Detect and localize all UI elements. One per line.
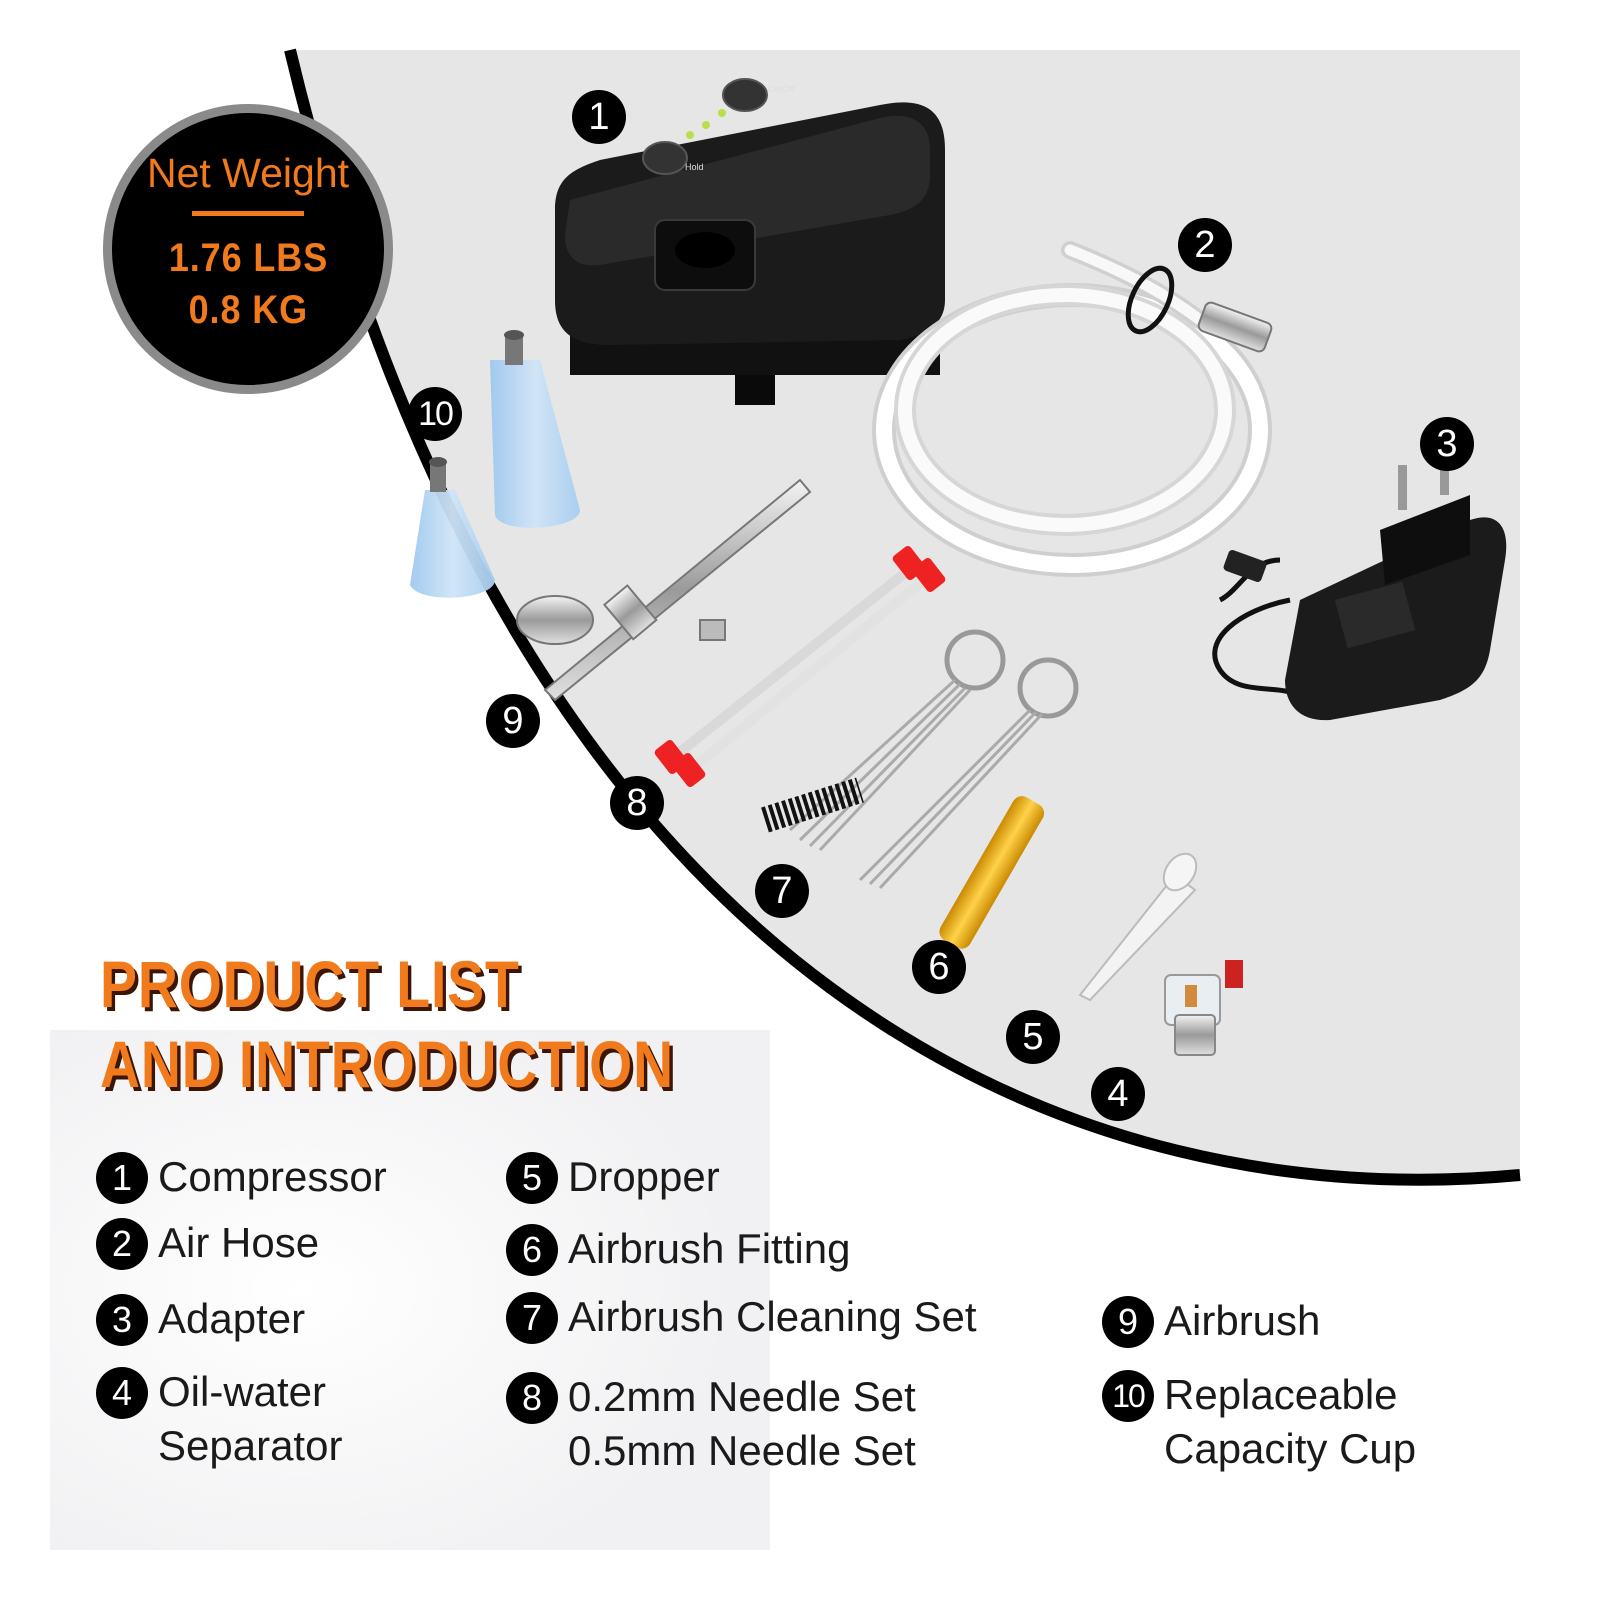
list-label-line-2: Capacity Cup xyxy=(1164,1425,1417,1472)
callout-7: 7 xyxy=(755,864,809,918)
dropper-image xyxy=(1078,852,1198,1002)
compressor-image: Hold On/Off xyxy=(555,78,945,405)
list-label-line-2: Separator xyxy=(158,1422,343,1469)
power-adapter-image xyxy=(1212,450,1507,721)
list-item-capacity-cup: 10 Replaceable Capacity Cup xyxy=(1102,1368,1416,1476)
net-weight-badge: Net Weight 1.76 LBS 0.8 KG xyxy=(103,104,393,394)
panel-curve xyxy=(284,48,1521,1186)
net-weight-divider xyxy=(192,211,304,216)
list-number: 9 xyxy=(1102,1296,1154,1348)
list-number: 7 xyxy=(506,1292,558,1344)
list-label: Compressor xyxy=(158,1153,387,1200)
needle-set-image xyxy=(654,546,946,787)
callout-1: 1 xyxy=(572,90,626,144)
list-item-compressor: 1 Compressor xyxy=(96,1150,387,1204)
heading-line-1: PRODUCT LIST xyxy=(100,947,520,1021)
air-hose-image xyxy=(872,241,1273,577)
list-item-needle-set: 8 0.2mm Needle Set 0.5mm Needle Set xyxy=(506,1370,916,1478)
list-label: Oil-water Separator xyxy=(158,1365,342,1473)
callout-8: 8 xyxy=(610,776,664,830)
hold-label: Hold xyxy=(685,162,704,172)
callout-6: 6 xyxy=(912,940,966,994)
list-item-adapter: 3 Adapter xyxy=(96,1292,305,1346)
airbrush-image xyxy=(516,478,812,702)
list-item-oil-water-separator: 4 Oil-water Separator xyxy=(96,1365,342,1473)
list-item-airbrush-cleaning-set: 7 Airbrush Cleaning Set xyxy=(506,1290,977,1344)
list-label: Dropper xyxy=(568,1153,720,1200)
list-number: 4 xyxy=(96,1367,148,1419)
list-number: 2 xyxy=(96,1218,148,1270)
callout-10: 10 xyxy=(408,387,462,441)
list-label-line-1: Replaceable xyxy=(1164,1371,1398,1418)
callout-5: 5 xyxy=(1006,1010,1060,1064)
list-number: 5 xyxy=(506,1152,558,1204)
list-label: 0.2mm Needle Set 0.5mm Needle Set xyxy=(568,1370,916,1478)
list-item-airbrush-fitting: 6 Airbrush Fitting xyxy=(506,1222,850,1276)
callout-2: 2 xyxy=(1178,218,1232,272)
callout-3: 3 xyxy=(1420,417,1474,471)
list-label: Replaceable Capacity Cup xyxy=(1164,1368,1416,1476)
list-number: 8 xyxy=(506,1372,558,1424)
list-label: Air Hose xyxy=(158,1219,320,1266)
net-weight-title: Net Weight xyxy=(146,150,350,196)
callout-9: 9 xyxy=(486,694,540,748)
list-item-air-hose: 2 Air Hose xyxy=(96,1216,319,1270)
list-label-line-1: 0.2mm Needle Set xyxy=(568,1373,916,1420)
list-number: 1 xyxy=(96,1152,148,1204)
callout-4: 4 xyxy=(1091,1067,1145,1121)
list-label: Airbrush Cleaning Set xyxy=(568,1293,977,1340)
net-weight-kg: 0.8 KG xyxy=(188,288,308,332)
list-label-line-2: 0.5mm Needle Set xyxy=(568,1427,916,1474)
list-label: Airbrush Fitting xyxy=(568,1225,851,1272)
on-off-label: On/Off xyxy=(768,84,795,94)
oil-water-separator-image xyxy=(1164,960,1243,1056)
list-panel xyxy=(50,1030,770,1550)
list-label: Airbrush xyxy=(1164,1297,1321,1344)
list-label-line-1: Oil-water xyxy=(158,1368,327,1415)
list-label: Adapter xyxy=(158,1295,306,1342)
list-item-dropper: 5 Dropper xyxy=(506,1150,720,1204)
list-number: 10 xyxy=(1102,1370,1154,1422)
list-item-airbrush: 9 Airbrush xyxy=(1102,1294,1320,1348)
net-weight-lbs: 1.76 LBS xyxy=(168,236,328,280)
list-number: 3 xyxy=(96,1294,148,1346)
list-number: 6 xyxy=(506,1224,558,1276)
paint-cups-image xyxy=(410,330,580,598)
cleaning-set-image xyxy=(761,629,1079,890)
airbrush-fitting-image xyxy=(939,796,1045,949)
heading-line-2: AND INTRODUCTION xyxy=(100,1027,674,1101)
